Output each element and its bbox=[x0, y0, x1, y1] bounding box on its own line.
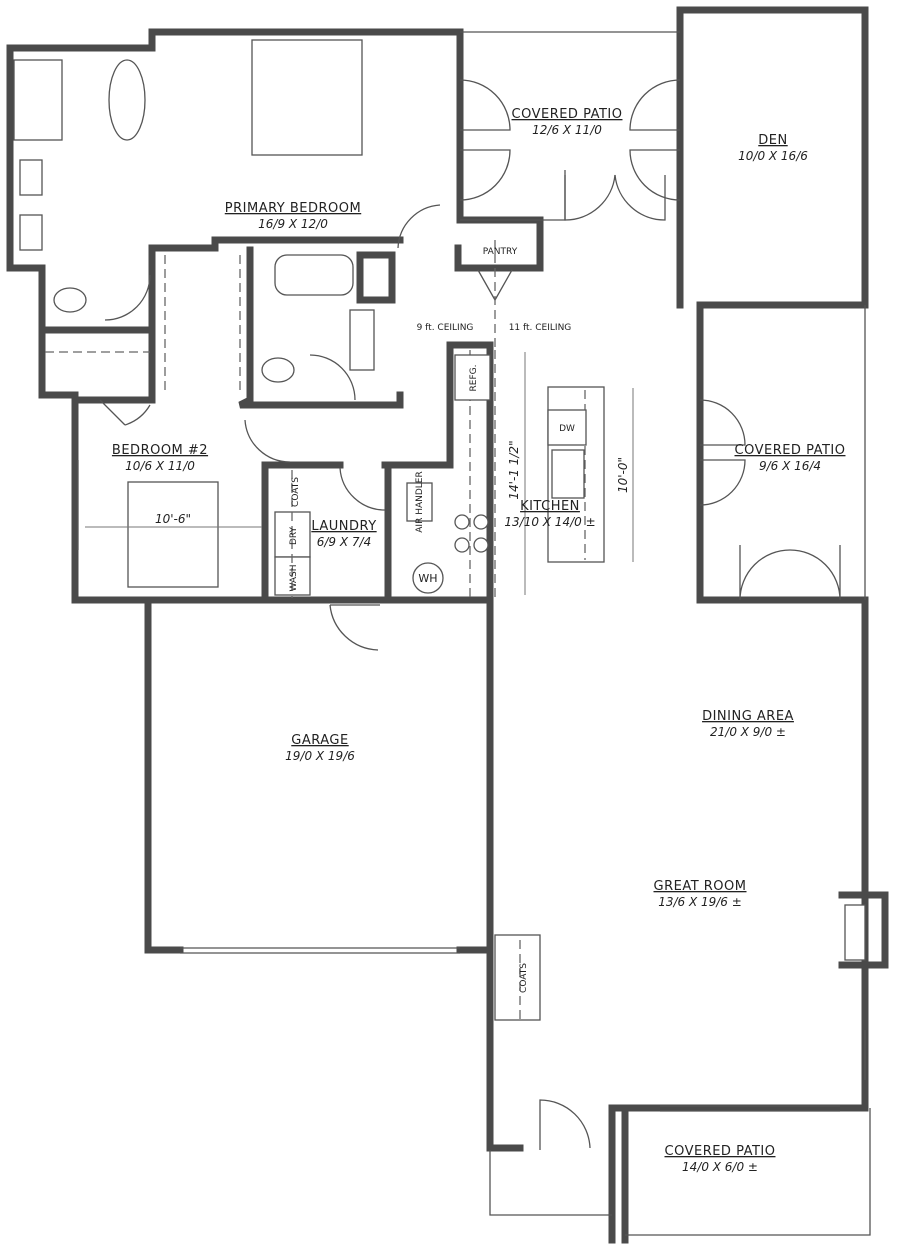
dining-size: 21/0 X 9/0 ± bbox=[710, 725, 786, 739]
kitchen-label: KITCHEN bbox=[520, 499, 580, 514]
primary-bedroom-size: 16/9 X 12/0 bbox=[258, 217, 328, 231]
bed-2 bbox=[127, 481, 219, 588]
annotations: 9 ft. CEILING 11 ft. CEILING 14'-1 1/2" … bbox=[155, 323, 630, 993]
covered-patio-top-size: 12/6 X 11/0 bbox=[532, 123, 602, 137]
covered-patio-top-label: COVERED PATIO bbox=[512, 107, 623, 122]
air-handler-label: AIR HANDLER bbox=[415, 471, 425, 532]
toilet bbox=[261, 357, 295, 383]
covered-patio-bottom-size: 14/0 X 6/0 ± bbox=[682, 1160, 758, 1174]
bedroom2-label: BEDROOM #2 bbox=[112, 443, 208, 458]
doors bbox=[99, 79, 841, 1150]
covered-patio-right-size: 9/6 X 16/4 bbox=[759, 459, 821, 473]
island-dimension: 10'-0" bbox=[616, 457, 630, 493]
primary-bedroom-label: PRIMARY BEDROOM bbox=[225, 201, 361, 216]
toilet bbox=[53, 287, 87, 313]
fixtures bbox=[13, 39, 866, 1021]
den-label: DEN bbox=[758, 133, 787, 148]
shower bbox=[13, 59, 63, 141]
laundry-label: LAUNDRY bbox=[311, 519, 376, 534]
garage-size: 19/0 X 19/6 bbox=[285, 749, 355, 763]
bedroom2-size: 10/6 X 11/0 bbox=[125, 459, 195, 473]
kitchen-size: 13/10 X 14/0 ± bbox=[504, 515, 595, 529]
great-room-size: 13/6 X 19/6 ± bbox=[658, 895, 742, 909]
walls bbox=[6, 6, 889, 1244]
laundry-size: 6/9 X 7/4 bbox=[317, 535, 371, 549]
bedroom-dimension: 10'-6" bbox=[155, 512, 191, 526]
patio-outlines bbox=[77, 31, 871, 1236]
dining-label: DINING AREA bbox=[702, 709, 794, 724]
kitchen-dimension: 14'-1 1/2" bbox=[507, 440, 521, 499]
dishwasher-label: DW bbox=[559, 424, 575, 434]
garage-label: GARAGE bbox=[291, 733, 348, 748]
ceiling-9-label: 9 ft. CEILING bbox=[417, 323, 474, 333]
ceiling-11-label: 11 ft. CEILING bbox=[509, 323, 572, 333]
covered-patio-right-label: COVERED PATIO bbox=[735, 443, 846, 458]
coats-closet-laundry: COATS bbox=[291, 477, 301, 507]
den-size: 10/0 X 16/6 bbox=[738, 149, 808, 163]
coats-closet-entry: COATS bbox=[519, 963, 529, 993]
washer-label: WASH bbox=[289, 564, 299, 591]
refrigerator-label: REFG. bbox=[469, 365, 479, 392]
great-room-label: GREAT ROOM bbox=[654, 879, 747, 894]
fireplace bbox=[844, 904, 866, 961]
dryer-label: DRY bbox=[289, 526, 299, 545]
bed bbox=[251, 39, 363, 156]
covered-patio-bottom-label: COVERED PATIO bbox=[665, 1144, 776, 1159]
room-labels: PRIMARY BEDROOM 16/9 X 12/0 COVERED PATI… bbox=[112, 107, 846, 1174]
water-heater-label: WH bbox=[418, 572, 437, 585]
bathtub bbox=[108, 59, 146, 141]
pantry-label: PANTRY bbox=[483, 247, 518, 257]
tub bbox=[274, 254, 354, 296]
